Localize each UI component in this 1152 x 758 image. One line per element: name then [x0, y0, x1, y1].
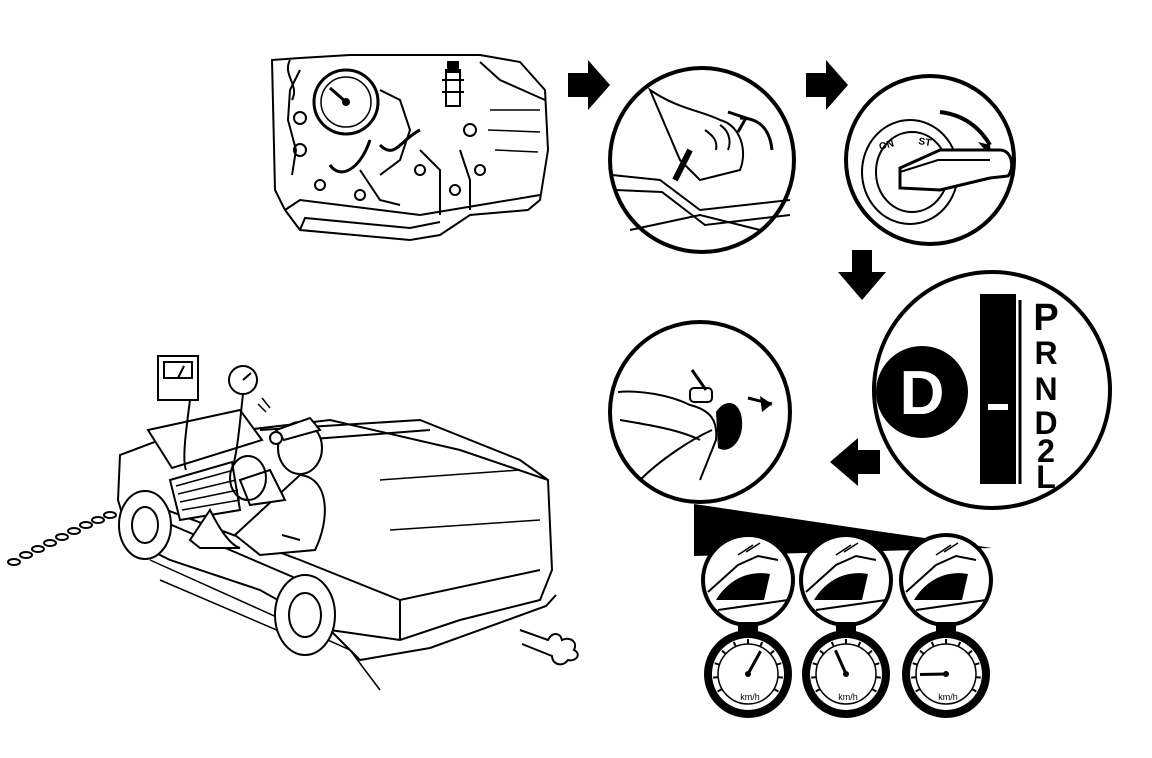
gauge-needle — [919, 672, 947, 677]
steering-wheel — [229, 455, 267, 501]
selector-gate — [980, 294, 1016, 484]
arrow-down-icon — [838, 250, 886, 300]
rear-wheel — [274, 574, 336, 656]
front-wheel — [118, 490, 172, 560]
parking-brake-panel — [608, 66, 796, 254]
arrow-right-2-icon — [806, 60, 848, 110]
gauge-needle — [834, 649, 848, 675]
stall-gauge-set-2: km/h — [799, 533, 893, 718]
arrow-right-1-icon — [568, 60, 610, 110]
gauge-needle — [746, 650, 762, 675]
transmission-pressure-gauge-illustration — [270, 54, 550, 242]
shift-position-l: L — [1036, 459, 1056, 495]
gauge-unit-label: km/h — [938, 692, 958, 702]
ignition-on-label: ON — [878, 138, 895, 153]
shoe-icon — [716, 573, 770, 600]
drive-badge — [876, 346, 968, 438]
ignition-start-label: ST — [917, 136, 931, 149]
shift-position-n: N — [1034, 371, 1057, 407]
stall-gauge-set-3: km/h — [899, 533, 993, 718]
stall-test-vehicle-illustration — [7, 355, 579, 691]
tow-chain — [7, 511, 117, 566]
stall-gauge-set-1: km/h — [701, 533, 795, 718]
shoe-icon — [814, 573, 868, 600]
arrow-left-icon — [830, 438, 880, 486]
gauge-unit-label: km/h — [740, 692, 760, 702]
ignition-key-panel: ON ST — [844, 74, 1016, 246]
shift-position-2: 2 — [1037, 433, 1055, 469]
shoe-icon — [914, 573, 968, 600]
drive-letter: D — [900, 359, 945, 428]
shift-position-p: P — [1033, 297, 1058, 339]
gauge-unit-label: km/h — [838, 692, 858, 702]
exhaust-smoke — [519, 629, 579, 666]
shift-position-r: R — [1034, 335, 1057, 371]
shift-position-d: D — [1034, 405, 1057, 441]
